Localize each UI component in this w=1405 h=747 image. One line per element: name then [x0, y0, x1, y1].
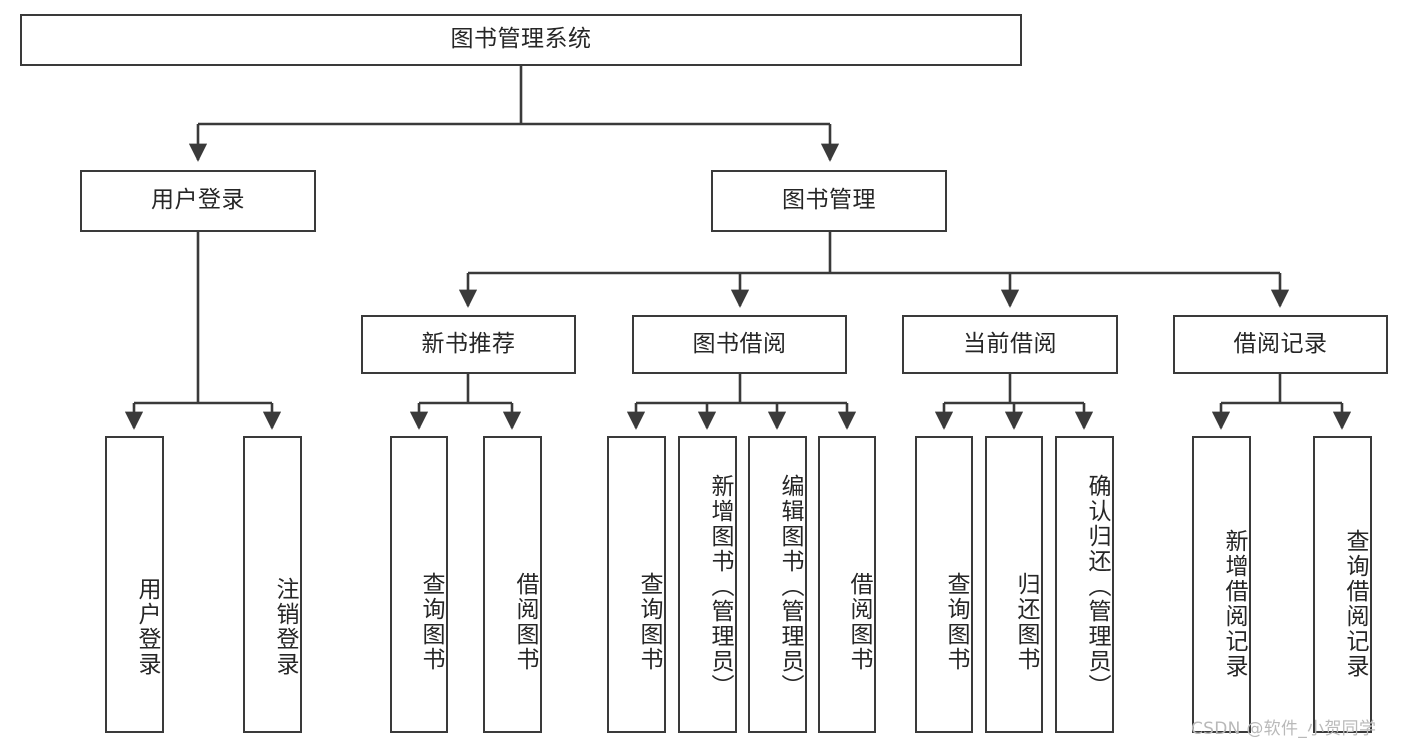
leaf-query-book-current[interactable]: 查询图书	[915, 436, 973, 733]
node-user-login[interactable]: 用户登录	[80, 170, 316, 232]
leaf-user-login[interactable]: 用户登录	[105, 436, 164, 733]
node-borrow-record[interactable]: 借阅记录	[1173, 315, 1388, 374]
node-current-borrow[interactable]: 当前借阅	[902, 315, 1118, 374]
leaf-query-book-recommend[interactable]: 查询图书	[390, 436, 448, 733]
leaf-query-book-borrow[interactable]: 查询图书	[607, 436, 666, 733]
leaf-query-borrow-record[interactable]: 查询借阅记录	[1313, 436, 1372, 733]
csdn-watermark: CSDN @软件_小贺同学	[1191, 719, 1377, 739]
leaf-edit-book-admin[interactable]: 编辑图书（管理员）	[748, 436, 807, 733]
node-book-borrow[interactable]: 图书借阅	[632, 315, 847, 374]
node-book-management[interactable]: 图书管理	[711, 170, 947, 232]
leaf-confirm-return-admin[interactable]: 确认归还（管理员）	[1055, 436, 1114, 733]
leaf-borrow-book-recommend[interactable]: 借阅图书	[483, 436, 542, 733]
node-root-system[interactable]: 图书管理系统	[20, 14, 1022, 66]
leaf-return-book[interactable]: 归还图书	[985, 436, 1043, 733]
leaf-add-borrow-record[interactable]: 新增借阅记录	[1192, 436, 1251, 733]
node-new-book-recommend[interactable]: 新书推荐	[361, 315, 576, 374]
leaf-logout[interactable]: 注销登录	[243, 436, 302, 733]
leaf-add-book-admin[interactable]: 新增图书（管理员）	[678, 436, 737, 733]
leaf-borrow-book[interactable]: 借阅图书	[818, 436, 876, 733]
